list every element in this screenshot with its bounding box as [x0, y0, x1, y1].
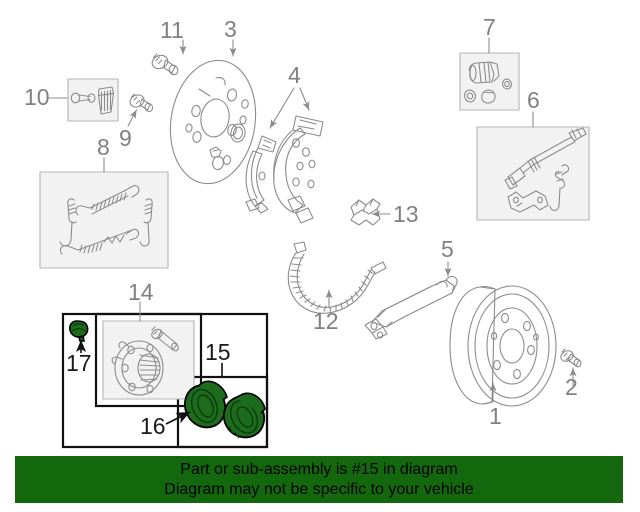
callout-label-2: 2 — [565, 374, 578, 400]
callout-label-16: 16 — [140, 413, 166, 439]
callout-label-12: 12 — [313, 308, 339, 334]
part-14-outer-box — [94, 312, 203, 408]
part-11-bolt-glyph — [151, 53, 179, 76]
callout-label-5: 5 — [441, 236, 454, 262]
part-7-cylinder-glyph — [464, 61, 513, 104]
part-14-panel — [102, 320, 195, 400]
leader-4b — [299, 87, 310, 111]
part-10-pin-glyph — [70, 92, 96, 104]
callout-label-4: 4 — [288, 62, 301, 88]
part-9-bolt-glyph — [129, 93, 154, 113]
callout-label-15: 15 — [205, 339, 231, 365]
part-16-bearing-seal-glyph — [184, 380, 228, 429]
part-4-brake-shoe-rear-glyph — [273, 115, 324, 224]
part-8-panel — [39, 171, 169, 269]
callout-label-1: 1 — [489, 403, 502, 429]
part-14-hub-bolt-glyph — [151, 326, 179, 352]
part-4-brake-shoe-front-glyph — [245, 135, 277, 214]
part-8-spring-glyph — [59, 185, 153, 255]
part-10-clip-glyph — [97, 86, 115, 115]
callout-label-7: 7 — [483, 14, 496, 40]
leader-9 — [127, 109, 138, 127]
part-1-brake-drum-glyph — [449, 285, 557, 407]
leader-4a — [269, 87, 295, 129]
part-6-adjuster-glyph — [504, 127, 587, 213]
part-13-clip-glyph — [350, 198, 381, 226]
callout-label-10: 10 — [24, 84, 50, 110]
part-12-brake-hose-glyph — [287, 241, 387, 314]
part-17-grease-cap-glyph — [69, 320, 89, 342]
part-2-screw-glyph — [560, 348, 582, 368]
part-14-hub-glyph — [111, 326, 179, 396]
callout-label-3: 3 — [224, 16, 237, 42]
callout-label-8: 8 — [97, 134, 110, 160]
callout-label-9: 9 — [119, 125, 132, 151]
part-3-backing-plate-glyph — [169, 59, 257, 185]
callout-label-13: 13 — [393, 201, 419, 227]
notice-banner: Part or sub-assembly is #15 in diagram D… — [15, 456, 623, 503]
callout-label-6: 6 — [527, 87, 540, 113]
part-10-panel — [67, 78, 119, 122]
callout-label-17: 17 — [66, 350, 92, 376]
callout-label-11: 11 — [160, 17, 184, 43]
part-5-lever-glyph — [364, 275, 458, 340]
leader-16 — [165, 411, 191, 425]
part-15-wheel-bearing-glyph — [222, 392, 266, 439]
callout-label-14: 14 — [128, 279, 154, 305]
notice-line-2: Diagram may not be specific to your vehi… — [164, 480, 474, 498]
notice-line-1: Part or sub-assembly is #15 in diagram — [180, 460, 458, 478]
